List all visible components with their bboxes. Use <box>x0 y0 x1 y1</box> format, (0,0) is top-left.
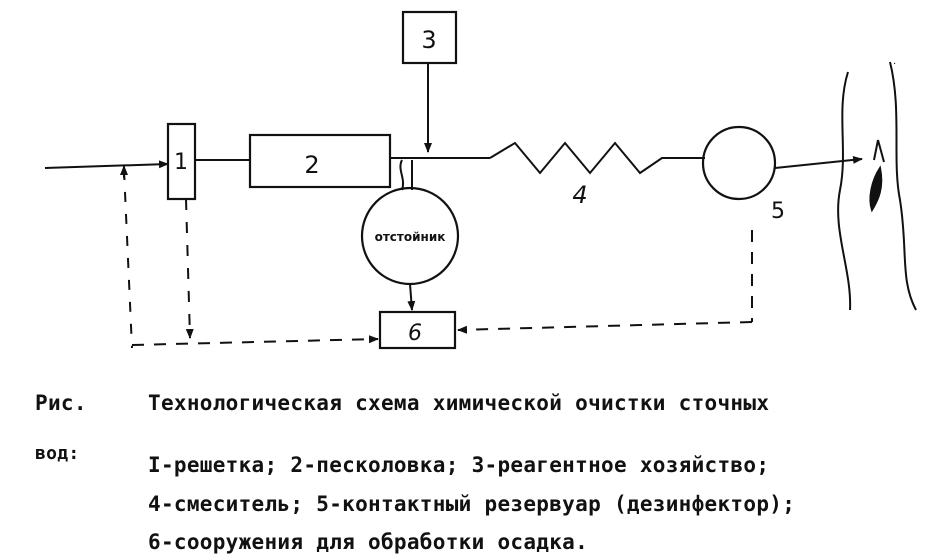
node-3-label: 3 <box>421 26 436 54</box>
node-4-label: 4 <box>572 181 587 209</box>
flow-direction-icon <box>869 139 885 213</box>
node-4-mixer <box>489 141 705 175</box>
node-5-label: 5 <box>771 199 785 224</box>
river-bank-left <box>837 71 852 311</box>
node-1-label: 1 <box>174 150 188 175</box>
legend-line1: I-решетка; 2-песколовка; 3-реагентное хо… <box>148 453 770 477</box>
node-2-label: 2 <box>304 151 319 179</box>
dash-bottom-line <box>131 335 379 346</box>
settler-to-6 <box>407 283 416 311</box>
river-bank-right <box>889 61 917 311</box>
legend-line3: 6-сооружения для обработки осадка. <box>148 530 589 554</box>
node-6-sludge <box>378 310 457 350</box>
figure-title-line1: Технологическая схема химической очистки… <box>148 391 770 415</box>
dash-5-to-6 <box>457 321 753 334</box>
node-2-sand-trap <box>248 133 392 189</box>
legend-line2: 4-смеситель; 5-контактный резервуар (дез… <box>148 492 796 516</box>
inlet-line <box>44 160 169 169</box>
node-1-screen <box>166 122 197 201</box>
figure-label: Рис. <box>35 391 87 415</box>
figure-title-line2-start: вод: <box>35 443 80 464</box>
dash-from-1 <box>185 198 194 339</box>
river-dot: . <box>893 56 896 67</box>
node-3-reagent <box>401 10 458 65</box>
node-6-label: 6 <box>408 321 422 346</box>
settler-label: отстойник <box>375 230 446 244</box>
settler-pipe-left <box>399 159 404 191</box>
process-diagram: 1 2 3 отстойник 4 5 . 6 <box>44 10 917 350</box>
node-5-contact-tank <box>701 125 777 201</box>
outlet-line <box>774 155 863 169</box>
dash-return-vertical <box>123 169 133 349</box>
